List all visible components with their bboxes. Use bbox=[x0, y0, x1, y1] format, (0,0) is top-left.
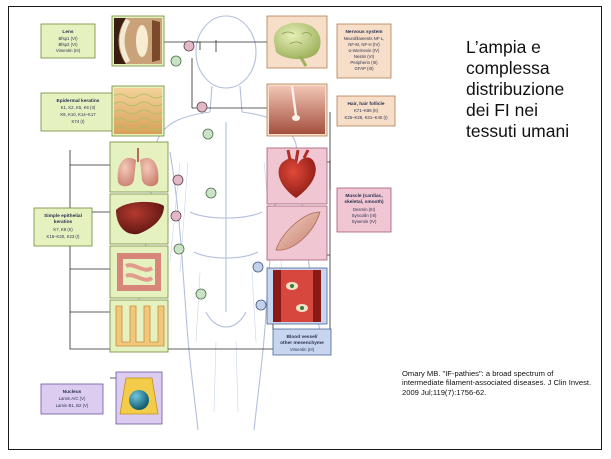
slide-title: L’ampia e complessa distribuzione dei FI… bbox=[466, 37, 596, 142]
citation-text: Omary MB. "IF-pathies": a broad spectrum… bbox=[402, 369, 597, 397]
epidermal-title: Epidermal keratins bbox=[57, 98, 100, 104]
nervous-title: Nervous system bbox=[345, 29, 382, 35]
nucleus-line-1: Lamin A/C (V) bbox=[59, 396, 86, 401]
label-box-muscle: Muscle (cardiac, skeletal, smooth) Desmi… bbox=[337, 188, 391, 232]
lens-eye-illustration bbox=[112, 16, 164, 66]
label-box-nucleus: Nucleus Lamin A/C (V) Lamin B1, B2 (V) bbox=[41, 384, 103, 414]
intestine-illustration bbox=[110, 246, 168, 298]
label-box-epidermal: Epidermal keratins K1, K2, K5, K6 (II) K… bbox=[41, 93, 115, 131]
lens-title: Lens bbox=[62, 29, 74, 35]
blood-vessel-illustration bbox=[267, 268, 327, 324]
slide-title-line-1: L’ampia e bbox=[466, 37, 596, 58]
epidermis-illustration bbox=[112, 86, 164, 136]
simple-epithelial-title: Simple epithelial bbox=[44, 213, 82, 219]
marker-circles-blue bbox=[152, 262, 266, 310]
epidermal-line-2: K9, K10, K14–K17 bbox=[60, 112, 96, 117]
slide-title-line-2: complessa bbox=[466, 58, 596, 79]
nervous-line-4: Nestin (VI) bbox=[354, 54, 375, 59]
muscle-line-1: skeletal, smooth) bbox=[344, 199, 384, 205]
lens-line-3: Vimentin (III) bbox=[56, 48, 81, 53]
slide-title-line-4: dei FI nei bbox=[466, 100, 596, 121]
villi-illustration bbox=[110, 300, 168, 352]
muscle-fiber-illustration bbox=[267, 206, 327, 260]
if-distribution-figure: Lens Bfsp1 (VI) Bfsp2 (VI) Vimentin (III… bbox=[30, 12, 396, 430]
slide-title-line-5: tessuti umani bbox=[466, 121, 596, 142]
label-box-simple-epithelial: Simple epithelial keratins K7, K8 (II) K… bbox=[34, 208, 92, 246]
vessel-title: Blood vessel/ bbox=[287, 334, 319, 340]
nucleus-line-2: Lamin B1, B2 (V) bbox=[56, 403, 89, 408]
nucleus-title: Nucleus bbox=[63, 389, 82, 395]
lens-line-2: Bfsp2 (VI) bbox=[58, 42, 78, 47]
heart-illustration bbox=[267, 148, 327, 204]
nervous-line-6: GFAP (III) bbox=[354, 66, 374, 71]
nervous-line-3: α-Internexin (IV) bbox=[349, 48, 380, 53]
nervous-line-5: Peripherin (III) bbox=[350, 60, 378, 65]
simple-epithelial-line-3: K18–K20, K23 (I) bbox=[47, 234, 81, 239]
hair-follicle-illustration bbox=[267, 84, 327, 136]
nervous-line-2: NF-M, NF-H (IV) bbox=[348, 42, 380, 47]
hair-title: Hair, hair follicle bbox=[347, 101, 384, 107]
label-box-nervous: Nervous system Neurofilaments NF-L, NF-M… bbox=[337, 24, 391, 78]
cell-nucleus-illustration bbox=[116, 372, 162, 424]
label-box-hair: Hair, hair follicle K71–K86 (II) K25–K28… bbox=[337, 96, 395, 126]
vessel-line-1: other mesenchyme bbox=[280, 340, 324, 346]
label-box-vessel: Blood vessel/ other mesenchyme Vimentin … bbox=[273, 329, 331, 355]
muscle-line-3: Syncoilin (III) bbox=[352, 213, 377, 218]
muscle-title: Muscle (cardiac, bbox=[345, 193, 383, 199]
simple-epithelial-line-1: keratins bbox=[54, 219, 73, 225]
label-box-lens: Lens Bfsp1 (VI) Bfsp2 (VI) Vimentin (III… bbox=[41, 24, 95, 58]
simple-epithelial-line-2: K7, K8 (II) bbox=[53, 227, 73, 232]
hair-line-1: K71–K86 (II) bbox=[354, 108, 379, 113]
muscle-line-2: Desmin (III) bbox=[353, 207, 376, 212]
muscle-line-4: Synemin (IV) bbox=[352, 219, 377, 224]
lens-line-1: Bfsp1 (VI) bbox=[58, 36, 78, 41]
brain-illustration bbox=[267, 16, 327, 68]
hair-line-2: K25–K28, K31–K40 (I) bbox=[345, 115, 389, 120]
lungs-illustration bbox=[110, 142, 168, 192]
nervous-line-1: Neurofilaments NF-L, bbox=[344, 36, 385, 41]
epidermal-line-3: K74 (I) bbox=[72, 119, 85, 124]
liver-illustration bbox=[110, 194, 168, 244]
slide-title-line-3: distribuzione bbox=[466, 79, 596, 100]
vessel-line-2: Vimentin (III) bbox=[290, 347, 315, 352]
epidermal-line-1: K1, K2, K5, K6 (II) bbox=[61, 105, 96, 110]
